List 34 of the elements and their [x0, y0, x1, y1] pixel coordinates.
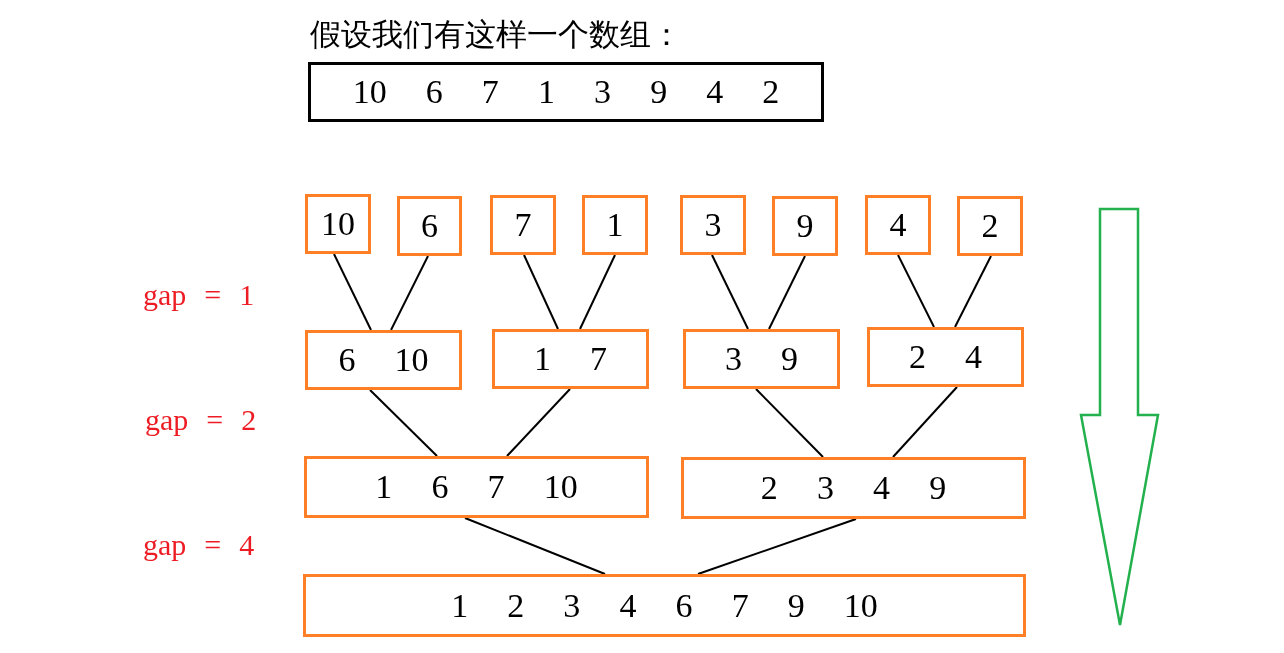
- number-box: 3: [680, 195, 746, 255]
- number-box: 2: [957, 196, 1023, 256]
- connector-line: [897, 254, 935, 328]
- array-box: 10 6 7 1 3 9 4 2: [308, 62, 824, 122]
- connector-line: [954, 255, 992, 328]
- gap-label: gap = 2: [145, 403, 257, 437]
- connector-line: [768, 255, 806, 330]
- number-box: 2 3 4 9: [681, 457, 1026, 519]
- number-box: 4: [865, 195, 931, 255]
- number-box: 1 6 7 10: [304, 456, 649, 518]
- number-box: 1 2 3 4 6 7 9 10: [303, 574, 1026, 637]
- connector-line: [333, 253, 372, 331]
- gap-label: gap = 4: [143, 528, 255, 562]
- number-box: 1: [582, 195, 648, 255]
- number-box: 1 7: [492, 329, 649, 389]
- connector-line: [464, 517, 606, 575]
- connector-line: [711, 254, 749, 330]
- number-box: 10: [305, 194, 371, 254]
- connector-line: [523, 254, 559, 330]
- number-box: 6 10: [305, 330, 462, 390]
- title: 假设我们有这样一个数组：: [310, 15, 682, 54]
- connector-line: [579, 254, 616, 330]
- connector-line: [697, 518, 857, 575]
- connector-line: [892, 386, 958, 458]
- connector-line: [369, 389, 438, 457]
- number-box: 9: [772, 196, 838, 256]
- number-box: 6: [397, 196, 462, 256]
- number-box: 2 4: [867, 327, 1024, 387]
- gap-label: gap = 1: [143, 278, 255, 312]
- number-box: 3 9: [683, 329, 840, 389]
- connector-line: [506, 388, 571, 457]
- number-box: 7: [490, 195, 556, 255]
- connector-line: [390, 255, 429, 331]
- connector-line: [755, 388, 824, 458]
